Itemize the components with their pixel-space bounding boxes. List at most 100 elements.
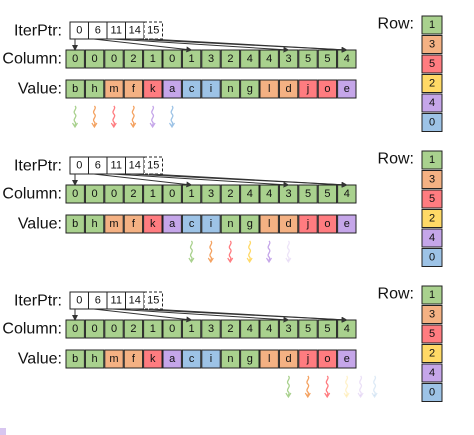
value-cell bbox=[143, 214, 163, 234]
iterptr-value: 15 bbox=[147, 25, 159, 37]
value-text: l bbox=[268, 218, 270, 230]
value-text: b bbox=[72, 218, 78, 230]
read-arrow bbox=[286, 240, 290, 262]
value-cell bbox=[298, 214, 318, 234]
value-text: k bbox=[150, 83, 156, 95]
read-arrow-head bbox=[285, 392, 292, 399]
value-cell bbox=[278, 79, 299, 99]
value-cell bbox=[240, 79, 260, 99]
column-value: 5 bbox=[324, 323, 330, 335]
row-label: Row: bbox=[378, 151, 414, 168]
read-arrow bbox=[286, 375, 290, 397]
iterptr-label: IterPtr: bbox=[14, 158, 62, 175]
iterptr-cell bbox=[143, 21, 163, 40]
iterptr-value: 6 bbox=[95, 25, 101, 37]
value-label: Value: bbox=[18, 216, 62, 233]
column-value: 2 bbox=[130, 188, 136, 200]
column-cell bbox=[240, 319, 260, 339]
column-cell bbox=[317, 184, 338, 204]
iterptr-value: 11 bbox=[111, 295, 122, 307]
read-arrow bbox=[325, 375, 329, 397]
iterptr-arrow bbox=[148, 173, 348, 188]
column-value: 0 bbox=[169, 53, 175, 65]
read-arrow bbox=[373, 375, 377, 397]
value-cell bbox=[65, 214, 85, 234]
column-value: 0 bbox=[111, 53, 117, 65]
iterptr-value: 6 bbox=[95, 295, 101, 307]
column-cell bbox=[220, 184, 241, 204]
column-cell bbox=[84, 49, 105, 69]
row-value: 4 bbox=[429, 367, 435, 379]
value-cell bbox=[84, 214, 105, 234]
read-arrow-head bbox=[207, 257, 214, 264]
column-cell bbox=[298, 184, 318, 204]
column-value: 0 bbox=[169, 323, 175, 335]
value-text: g bbox=[247, 83, 253, 95]
row-value: 3 bbox=[429, 174, 435, 186]
row-label: Row: bbox=[378, 16, 414, 33]
iterptr-value: 14 bbox=[129, 295, 141, 307]
row-value: 0 bbox=[429, 252, 435, 264]
row-value: 1 bbox=[429, 154, 435, 166]
value-cell bbox=[65, 349, 85, 369]
value-text: l bbox=[268, 83, 270, 95]
value-cell bbox=[123, 79, 144, 99]
value-cell bbox=[181, 349, 202, 369]
row-value: 1 bbox=[429, 19, 435, 31]
column-cell bbox=[143, 184, 163, 204]
value-text: j bbox=[306, 83, 309, 95]
column-cell bbox=[240, 49, 260, 69]
column-value: 5 bbox=[305, 188, 311, 200]
value-label: Value: bbox=[18, 351, 62, 368]
value-text: h bbox=[92, 218, 98, 230]
column-value: 0 bbox=[72, 188, 78, 200]
column-value: 0 bbox=[92, 188, 98, 200]
column-value: 4 bbox=[344, 188, 350, 200]
value-text: f bbox=[132, 353, 136, 365]
read-arrow-head bbox=[285, 257, 292, 264]
column-value: 1 bbox=[189, 188, 195, 200]
iterptr-arrow bbox=[111, 308, 290, 323]
column-value: 1 bbox=[189, 53, 195, 65]
value-cell bbox=[220, 349, 241, 369]
value-cell bbox=[220, 79, 241, 99]
value-text: c bbox=[189, 83, 195, 95]
read-arrow-head bbox=[227, 257, 234, 264]
column-cell bbox=[84, 184, 105, 204]
read-arrow bbox=[248, 240, 252, 262]
value-cell bbox=[201, 349, 221, 369]
column-value: 1 bbox=[150, 323, 156, 335]
iterptr-value: 14 bbox=[129, 25, 141, 37]
row-cell bbox=[421, 285, 443, 305]
iterptr-value: 0 bbox=[76, 160, 82, 172]
read-arrow bbox=[267, 240, 271, 262]
read-arrow-head bbox=[343, 392, 350, 399]
column-value: 3 bbox=[208, 188, 214, 200]
read-arrow bbox=[209, 240, 213, 262]
read-arrow-head bbox=[130, 122, 137, 129]
column-cell bbox=[220, 319, 241, 339]
value-cell bbox=[162, 79, 182, 99]
column-value: 0 bbox=[111, 323, 117, 335]
row-cell bbox=[421, 324, 443, 344]
column-cell bbox=[298, 319, 318, 339]
column-cell bbox=[143, 49, 163, 69]
row-value: 4 bbox=[429, 232, 435, 244]
column-value: 2 bbox=[227, 323, 233, 335]
value-cell bbox=[181, 79, 202, 99]
value-cell bbox=[298, 349, 318, 369]
value-text: k bbox=[150, 218, 156, 230]
read-arrow-head bbox=[149, 122, 156, 129]
read-arrow-head bbox=[168, 122, 176, 129]
read-arrow-head bbox=[304, 392, 311, 399]
column-cell bbox=[104, 319, 124, 339]
value-text: h bbox=[92, 83, 98, 95]
value-text: f bbox=[132, 83, 136, 95]
iterptr-cell bbox=[143, 291, 163, 310]
value-cell bbox=[240, 214, 260, 234]
iterptr-cell bbox=[143, 156, 163, 175]
row-cell bbox=[421, 344, 443, 363]
column-value: 4 bbox=[266, 323, 272, 335]
